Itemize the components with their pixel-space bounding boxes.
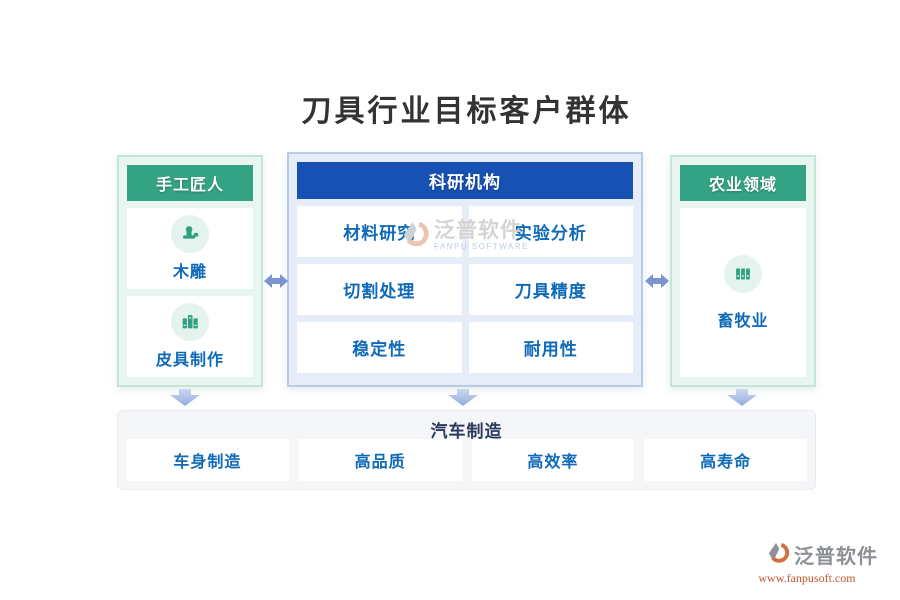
fanpu-logo-icon <box>765 539 791 570</box>
card-animal-husbandry: 畜牧业 <box>680 208 806 377</box>
card-material-research: 材料研究 <box>297 206 462 257</box>
card-tool-precision: 刀具精度 <box>468 264 633 315</box>
card-label: 皮具制作 <box>155 352 224 369</box>
card-cutting-process: 切割处理 <box>297 264 462 315</box>
column-agriculture-header: 农业领域 <box>680 165 806 201</box>
books-icon <box>171 303 209 341</box>
card-long-life: 高寿命 <box>644 439 807 481</box>
watermark-url: www.fanpusoft.com <box>758 571 856 585</box>
card-wood-carving: 木雕 <box>127 208 253 289</box>
watermark-brand: 泛普软件 <box>794 546 878 568</box>
down-arrow-icon <box>448 389 478 406</box>
down-arrow-icon <box>727 389 757 406</box>
double-arrow-icon <box>645 272 669 290</box>
card-body-manufacturing: 车身制造 <box>126 439 289 481</box>
column-artisans: 手工匠人 木雕 <box>117 155 263 387</box>
automobile-panel-header: 汽车制造 <box>430 422 503 441</box>
card-high-quality: 高品质 <box>298 439 462 481</box>
watermark-corner: 泛普软件 www.fanpusoft.com <box>736 539 878 586</box>
page-title: 刀具行业目标客户群体 <box>301 95 632 128</box>
column-research-header: 科研机构 <box>297 162 633 199</box>
card-high-efficiency: 高效率 <box>471 439 635 481</box>
card-label: 畜牧业 <box>717 312 769 330</box>
column-artisans-header: 手工匠人 <box>127 165 253 201</box>
down-arrow-icon <box>170 389 200 406</box>
automobile-panel: 汽车制造 车身制造 高品质 高效率 高寿命 <box>117 410 816 490</box>
card-experiment-analysis: 实验分析 <box>468 206 633 257</box>
card-label: 木雕 <box>172 264 207 281</box>
card-leather-goods: 皮具制作 <box>127 296 253 377</box>
binders-icon <box>724 254 762 293</box>
column-agriculture: 农业领域 畜牧业 <box>670 155 816 387</box>
column-research: 科研机构 材料研究 实验分析 切割处理 刀具精度 稳定性 耐用性 <box>287 152 643 387</box>
research-card-grid: 材料研究 实验分析 切割处理 刀具精度 稳定性 耐用性 <box>297 206 633 373</box>
double-arrow-icon <box>264 272 288 290</box>
stamp-icon <box>171 215 209 253</box>
card-stability: 稳定性 <box>297 322 462 373</box>
automobile-card-row: 车身制造 高品质 高效率 高寿命 <box>126 439 807 481</box>
card-durability: 耐用性 <box>468 322 633 373</box>
